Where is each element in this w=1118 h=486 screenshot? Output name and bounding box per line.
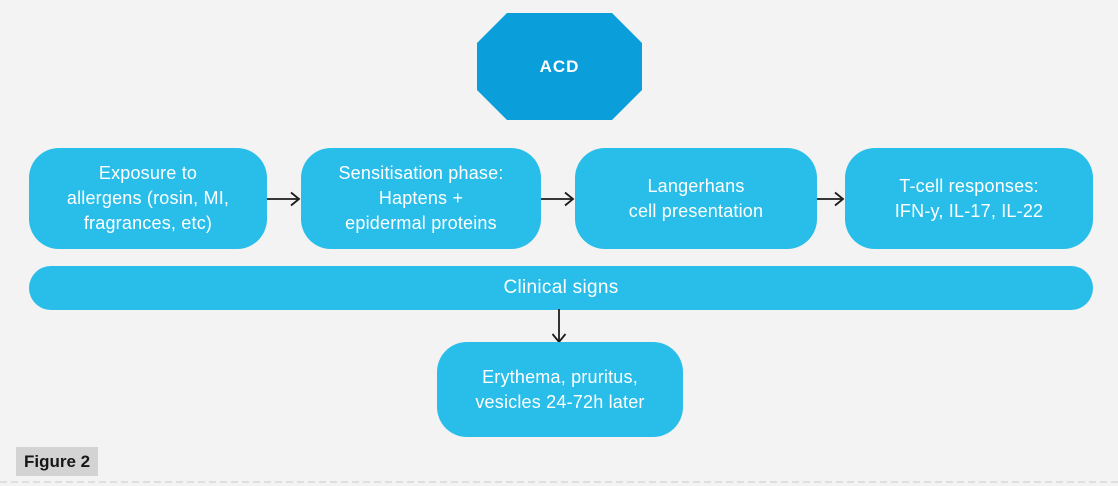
arrow-down-icon: [551, 309, 567, 344]
flow-connector-down: [550, 309, 568, 344]
node-text-line: fragrances, etc): [83, 213, 213, 233]
arrow-right-icon: [267, 191, 301, 206]
node-text-line: vesicles 24-72h later: [475, 391, 645, 412]
node-text-line: allergens (rosin, MI,: [66, 188, 230, 208]
node-text-line: Exposure to: [98, 163, 198, 183]
node-text-line: Langerhans: [647, 175, 745, 196]
node-text-line: T-cell responses:: [899, 175, 1039, 196]
flow-connector: [817, 148, 845, 249]
arrow-right-icon: [817, 191, 845, 206]
node-tcell: T-cell responses: IFN-y, IL-17, IL-22: [845, 148, 1093, 249]
figure-label-badge: Figure 2: [16, 447, 99, 476]
acd-label: ACD: [539, 56, 580, 76]
node-text-line: epidermal proteins: [345, 213, 497, 233]
arrow-right-icon: [541, 191, 575, 206]
node-langerhans: Langerhans cell presentation: [575, 148, 817, 249]
node-outcome: Erythema, pruritus, vesicles 24-72h late…: [437, 342, 683, 437]
node-exposure: Exposure to allergens (rosin, MI, fragra…: [29, 148, 267, 249]
node-text-line: IFN-y, IL-17, IL-22: [894, 200, 1044, 221]
node-acd: ACD: [477, 13, 642, 120]
node-text-line: Sensitisation phase:: [338, 163, 504, 183]
node-text-line: Haptens +: [378, 188, 464, 208]
node-sensitisation: Sensitisation phase: Haptens + epidermal…: [301, 148, 541, 249]
node-clinical-signs: Clinical signs: [29, 266, 1093, 310]
clinical-signs-label: Clinical signs: [503, 277, 619, 298]
flow-connector: [541, 148, 575, 249]
flow-row: Exposure to allergens (rosin, MI, fragra…: [29, 148, 1093, 249]
flow-connector: [267, 148, 301, 249]
bottom-dashed-border: [0, 481, 1118, 483]
node-text-line: cell presentation: [628, 200, 764, 221]
figure-label: Figure 2: [24, 451, 91, 471]
node-text-line: Erythema, pruritus,: [482, 366, 638, 387]
